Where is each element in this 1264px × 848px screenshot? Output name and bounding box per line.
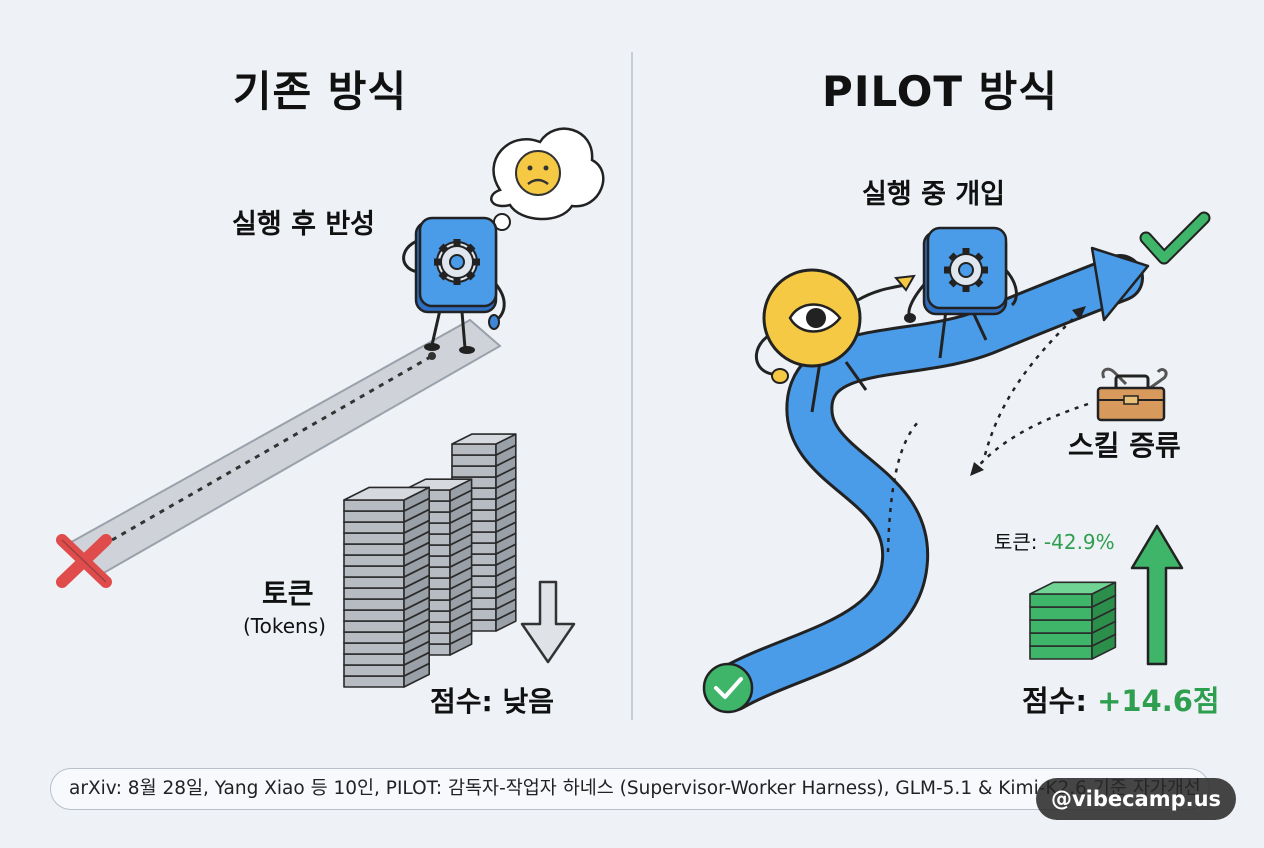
right-illustration <box>702 211 1211 714</box>
score-prefix: 점수: <box>1022 684 1098 718</box>
left-title: 기존 방식 <box>232 67 408 116</box>
progress-path <box>708 246 1150 712</box>
score-improvement: 점수: +14.6점 <box>1022 678 1220 720</box>
center-divider <box>631 52 633 720</box>
worker-gear-icon <box>944 248 988 292</box>
down-arrow-icon <box>520 580 576 664</box>
toolbox-icon <box>1096 367 1168 422</box>
gear-robot <box>402 216 506 354</box>
tokens-reduction: 토큰: -42.9% <box>994 526 1115 555</box>
feedback-loop <box>970 306 1089 476</box>
score-value: +14.6점 <box>1097 684 1220 718</box>
check-icon <box>702 662 754 714</box>
success-check-icon <box>1139 211 1211 265</box>
tokens-sublabel: (Tokens) <box>243 614 326 638</box>
watermark-badge: @vibecamp.us <box>1036 778 1236 820</box>
up-arrow-icon <box>1130 524 1184 666</box>
cross-icon <box>56 534 112 588</box>
eye-icon <box>755 268 916 413</box>
left-illustration <box>56 127 605 688</box>
footer-caption: arXiv: 8월 28일, Yang Xiao 등 10인, PILOT: 감… <box>50 768 1210 810</box>
green-token-stacks <box>1029 581 1117 660</box>
sad-face-icon <box>478 127 605 248</box>
low-score-label: 점수: 낮음 <box>430 685 554 718</box>
tokens-prefix: 토큰: <box>994 530 1044 554</box>
right-title: PILOT 방식 <box>822 67 1058 116</box>
worker-robot <box>904 226 1018 359</box>
intervention-label: 실행 중 개입 <box>862 179 1005 210</box>
tokens-value: -42.9% <box>1043 530 1115 554</box>
token-stacks <box>343 433 517 688</box>
gear-icon <box>434 239 480 285</box>
skill-label: 스킬 증류 <box>1068 429 1181 462</box>
reflection-label: 실행 후 반성 <box>232 209 375 240</box>
tokens-label: 토큰 <box>262 577 314 610</box>
